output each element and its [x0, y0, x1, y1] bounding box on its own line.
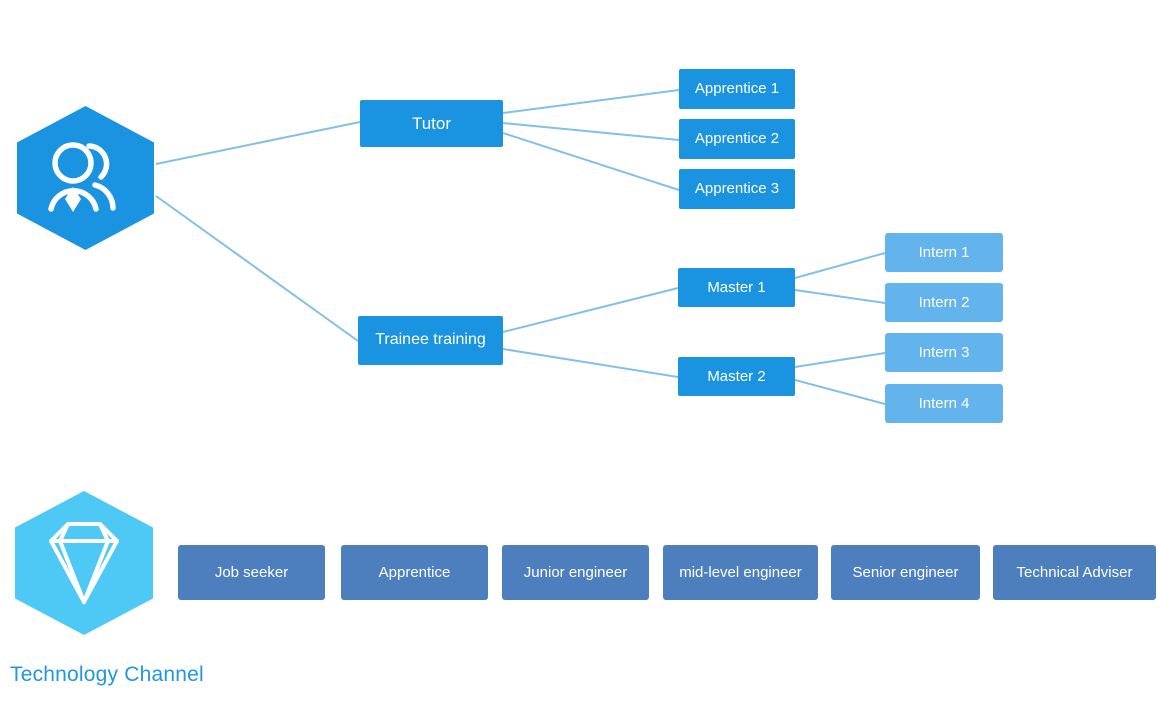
connector-trainee-to-master-1 — [502, 287, 679, 333]
node-apprentice-2[interactable]: Apprentice 2 — [679, 119, 795, 159]
node-label: Intern 3 — [918, 343, 970, 361]
connector-hex-to-trainee — [155, 195, 359, 342]
node-apprentice-1[interactable]: Apprentice 1 — [679, 69, 795, 109]
career-step-label: mid-level engineer — [679, 563, 802, 581]
node-apprentice-3[interactable]: Apprentice 3 — [679, 169, 795, 209]
node-label: Apprentice 2 — [694, 130, 780, 148]
node-label: Intern 4 — [918, 394, 970, 412]
node-label: Intern 2 — [918, 293, 970, 311]
career-step-label: Senior engineer — [852, 563, 959, 581]
career-step-mid-level-engineer[interactable]: mid-level engineer — [663, 545, 818, 600]
node-intern-3[interactable]: Intern 3 — [885, 333, 1003, 372]
hexagon-shape — [15, 491, 153, 635]
career-step-label: Apprentice — [378, 563, 451, 581]
node-label: Apprentice 1 — [694, 80, 780, 98]
node-intern-1[interactable]: Intern 1 — [885, 233, 1003, 272]
diamond-gem-icon — [49, 522, 119, 604]
node-label: Tutor — [411, 113, 452, 133]
node-label: Apprentice 3 — [694, 180, 780, 198]
node-trainee-training[interactable]: Trainee training — [358, 316, 503, 365]
connector-tutor-to-apprentice-3 — [502, 132, 680, 191]
career-step-job-seeker[interactable]: Job seeker — [178, 545, 325, 600]
people-hexagon[interactable] — [15, 105, 156, 251]
connector-tutor-to-apprentice-1 — [502, 89, 680, 114]
diamond-hexagon[interactable] — [13, 490, 155, 636]
connector-trainee-to-master-2 — [502, 348, 679, 378]
node-label: Master 2 — [707, 367, 766, 385]
career-step-label: Technical Adviser — [1016, 563, 1133, 581]
career-step-junior-engineer[interactable]: Junior engineer — [502, 545, 649, 600]
connector-master-2-to-intern-3 — [794, 352, 886, 368]
career-step-label: Junior engineer — [523, 563, 628, 581]
node-intern-4[interactable]: Intern 4 — [885, 384, 1003, 423]
connector-master-1-to-intern-1 — [794, 252, 886, 279]
node-master-1[interactable]: Master 1 — [678, 268, 795, 307]
career-step-technical-adviser[interactable]: Technical Adviser — [993, 545, 1156, 600]
diamond-accent-icon — [65, 187, 81, 212]
technology-channel-label: Technology Channel — [10, 663, 204, 686]
node-label: Intern 1 — [918, 243, 970, 261]
connector-tutor-to-apprentice-2 — [502, 122, 680, 141]
connector-master-2-to-intern-4 — [794, 379, 886, 405]
career-step-senior-engineer[interactable]: Senior engineer — [831, 545, 980, 600]
node-intern-2[interactable]: Intern 2 — [885, 283, 1003, 322]
node-master-2[interactable]: Master 2 — [678, 357, 795, 396]
node-label: Master 1 — [707, 278, 766, 296]
node-label: Trainee training — [375, 331, 486, 349]
node-tutor[interactable]: Tutor — [360, 100, 503, 147]
career-step-apprentice[interactable]: Apprentice — [341, 545, 488, 600]
connector-master-1-to-intern-2 — [794, 289, 886, 304]
connector-hex-to-tutor — [155, 121, 361, 165]
career-step-label: Job seeker — [214, 563, 289, 581]
